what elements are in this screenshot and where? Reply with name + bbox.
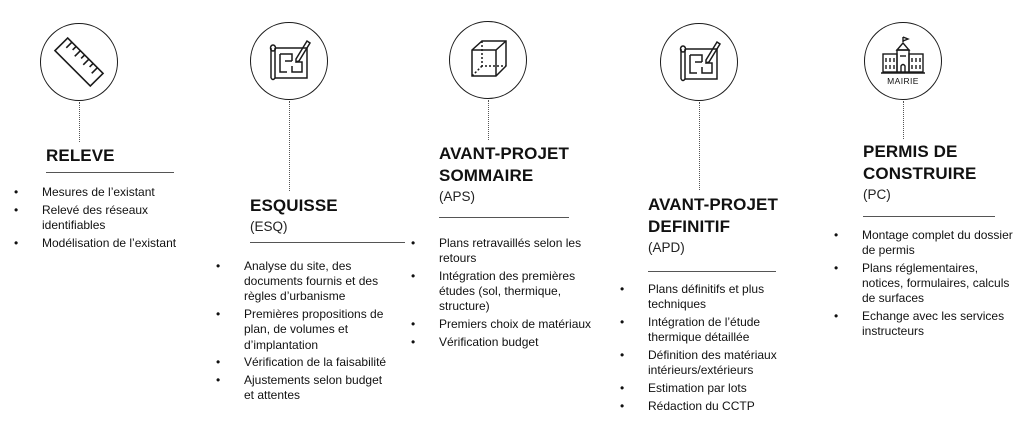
phase-3-abbr: (APS) — [439, 189, 476, 204]
list-item: Premières propositions de plan, de volum… — [214, 307, 394, 353]
phase-5-connector — [903, 101, 904, 139]
phase-5-icon-circle: MAIRIE — [864, 22, 942, 100]
list-item: Intégration de l’étude thermique détaill… — [618, 315, 793, 345]
blueprint-pencil-icon — [679, 40, 722, 82]
mairie-label: MAIRIE — [887, 76, 919, 86]
list-item: Vérification de la faisabilité — [214, 355, 394, 370]
phase-2-list: Analyse du site, des documents fournis e… — [214, 259, 394, 406]
list-item: Plans réglementaires, notices, formulair… — [832, 261, 1022, 307]
blueprint-pencil-icon — [269, 39, 312, 81]
phase-5-list: Montage complet du dossier de permis Pla… — [832, 228, 1022, 342]
town-hall-icon — [881, 36, 925, 74]
phase-1-title: RELEVE — [46, 146, 115, 165]
phase-1-connector — [79, 102, 80, 142]
phase-3-connector — [488, 100, 489, 140]
phase-4-icon-circle — [660, 23, 738, 101]
list-item: Définition des matériaux intérieurs/exté… — [618, 348, 793, 378]
phase-3-list: Plans retravaillés selon les retours Int… — [409, 236, 599, 353]
phase-5-rule — [863, 216, 995, 217]
phase-1-rule — [46, 172, 174, 173]
list-item: Premiers choix de matériaux — [409, 317, 599, 332]
list-item: Modélisation de l’existant — [12, 236, 194, 251]
phase-2-title: ESQUISSE — [250, 196, 338, 215]
list-item: Plans définitifs et plus techniques — [618, 282, 793, 312]
phase-2-icon-circle — [250, 22, 328, 100]
list-item: Analyse du site, des documents fournis e… — [214, 259, 394, 305]
phase-4-connector — [699, 102, 700, 190]
phase-4-abbr: (APD) — [648, 240, 685, 255]
phase-1-icon-circle — [40, 23, 118, 101]
list-item: Vérification budget — [409, 335, 599, 350]
list-item: Ajustements selon budget et attentes — [214, 373, 394, 403]
phase-3-rule — [439, 217, 569, 218]
phase-2-abbr: (ESQ) — [250, 219, 288, 234]
list-item: Echange avec les services instructeurs — [832, 309, 1022, 339]
list-item: Mesures de l’existant — [12, 185, 194, 200]
phase-3-icon-circle — [449, 21, 527, 99]
phase-5-abbr: (PC) — [863, 187, 891, 202]
phase-2-connector — [289, 101, 290, 191]
phase-4-rule — [648, 271, 776, 272]
list-item: Montage complet du dossier de permis — [832, 228, 1022, 258]
list-item: Rédaction du CCTP — [618, 399, 793, 414]
list-item: Plans retravaillés selon les retours — [409, 236, 599, 266]
list-item: Relevé des réseaux identifiables — [12, 203, 194, 233]
cube-icon — [471, 40, 507, 77]
list-item: Estimation par lots — [618, 381, 793, 396]
phase-3-title: AVANT-PROJET SOMMAIRE — [439, 144, 569, 185]
phase-5-title: PERMIS DE CONSTRUIRE — [863, 142, 977, 183]
list-item: Intégration des premières études (sol, t… — [409, 269, 599, 315]
phase-4-title: AVANT-PROJET DEFINITIF — [648, 195, 778, 236]
phase-1-list: Mesures de l’existant Relevé des réseaux… — [12, 185, 194, 254]
ruler-icon — [53, 36, 105, 88]
phase-2-rule — [250, 242, 405, 243]
phase-4-list: Plans définitifs et plus techniques Inté… — [618, 282, 793, 417]
